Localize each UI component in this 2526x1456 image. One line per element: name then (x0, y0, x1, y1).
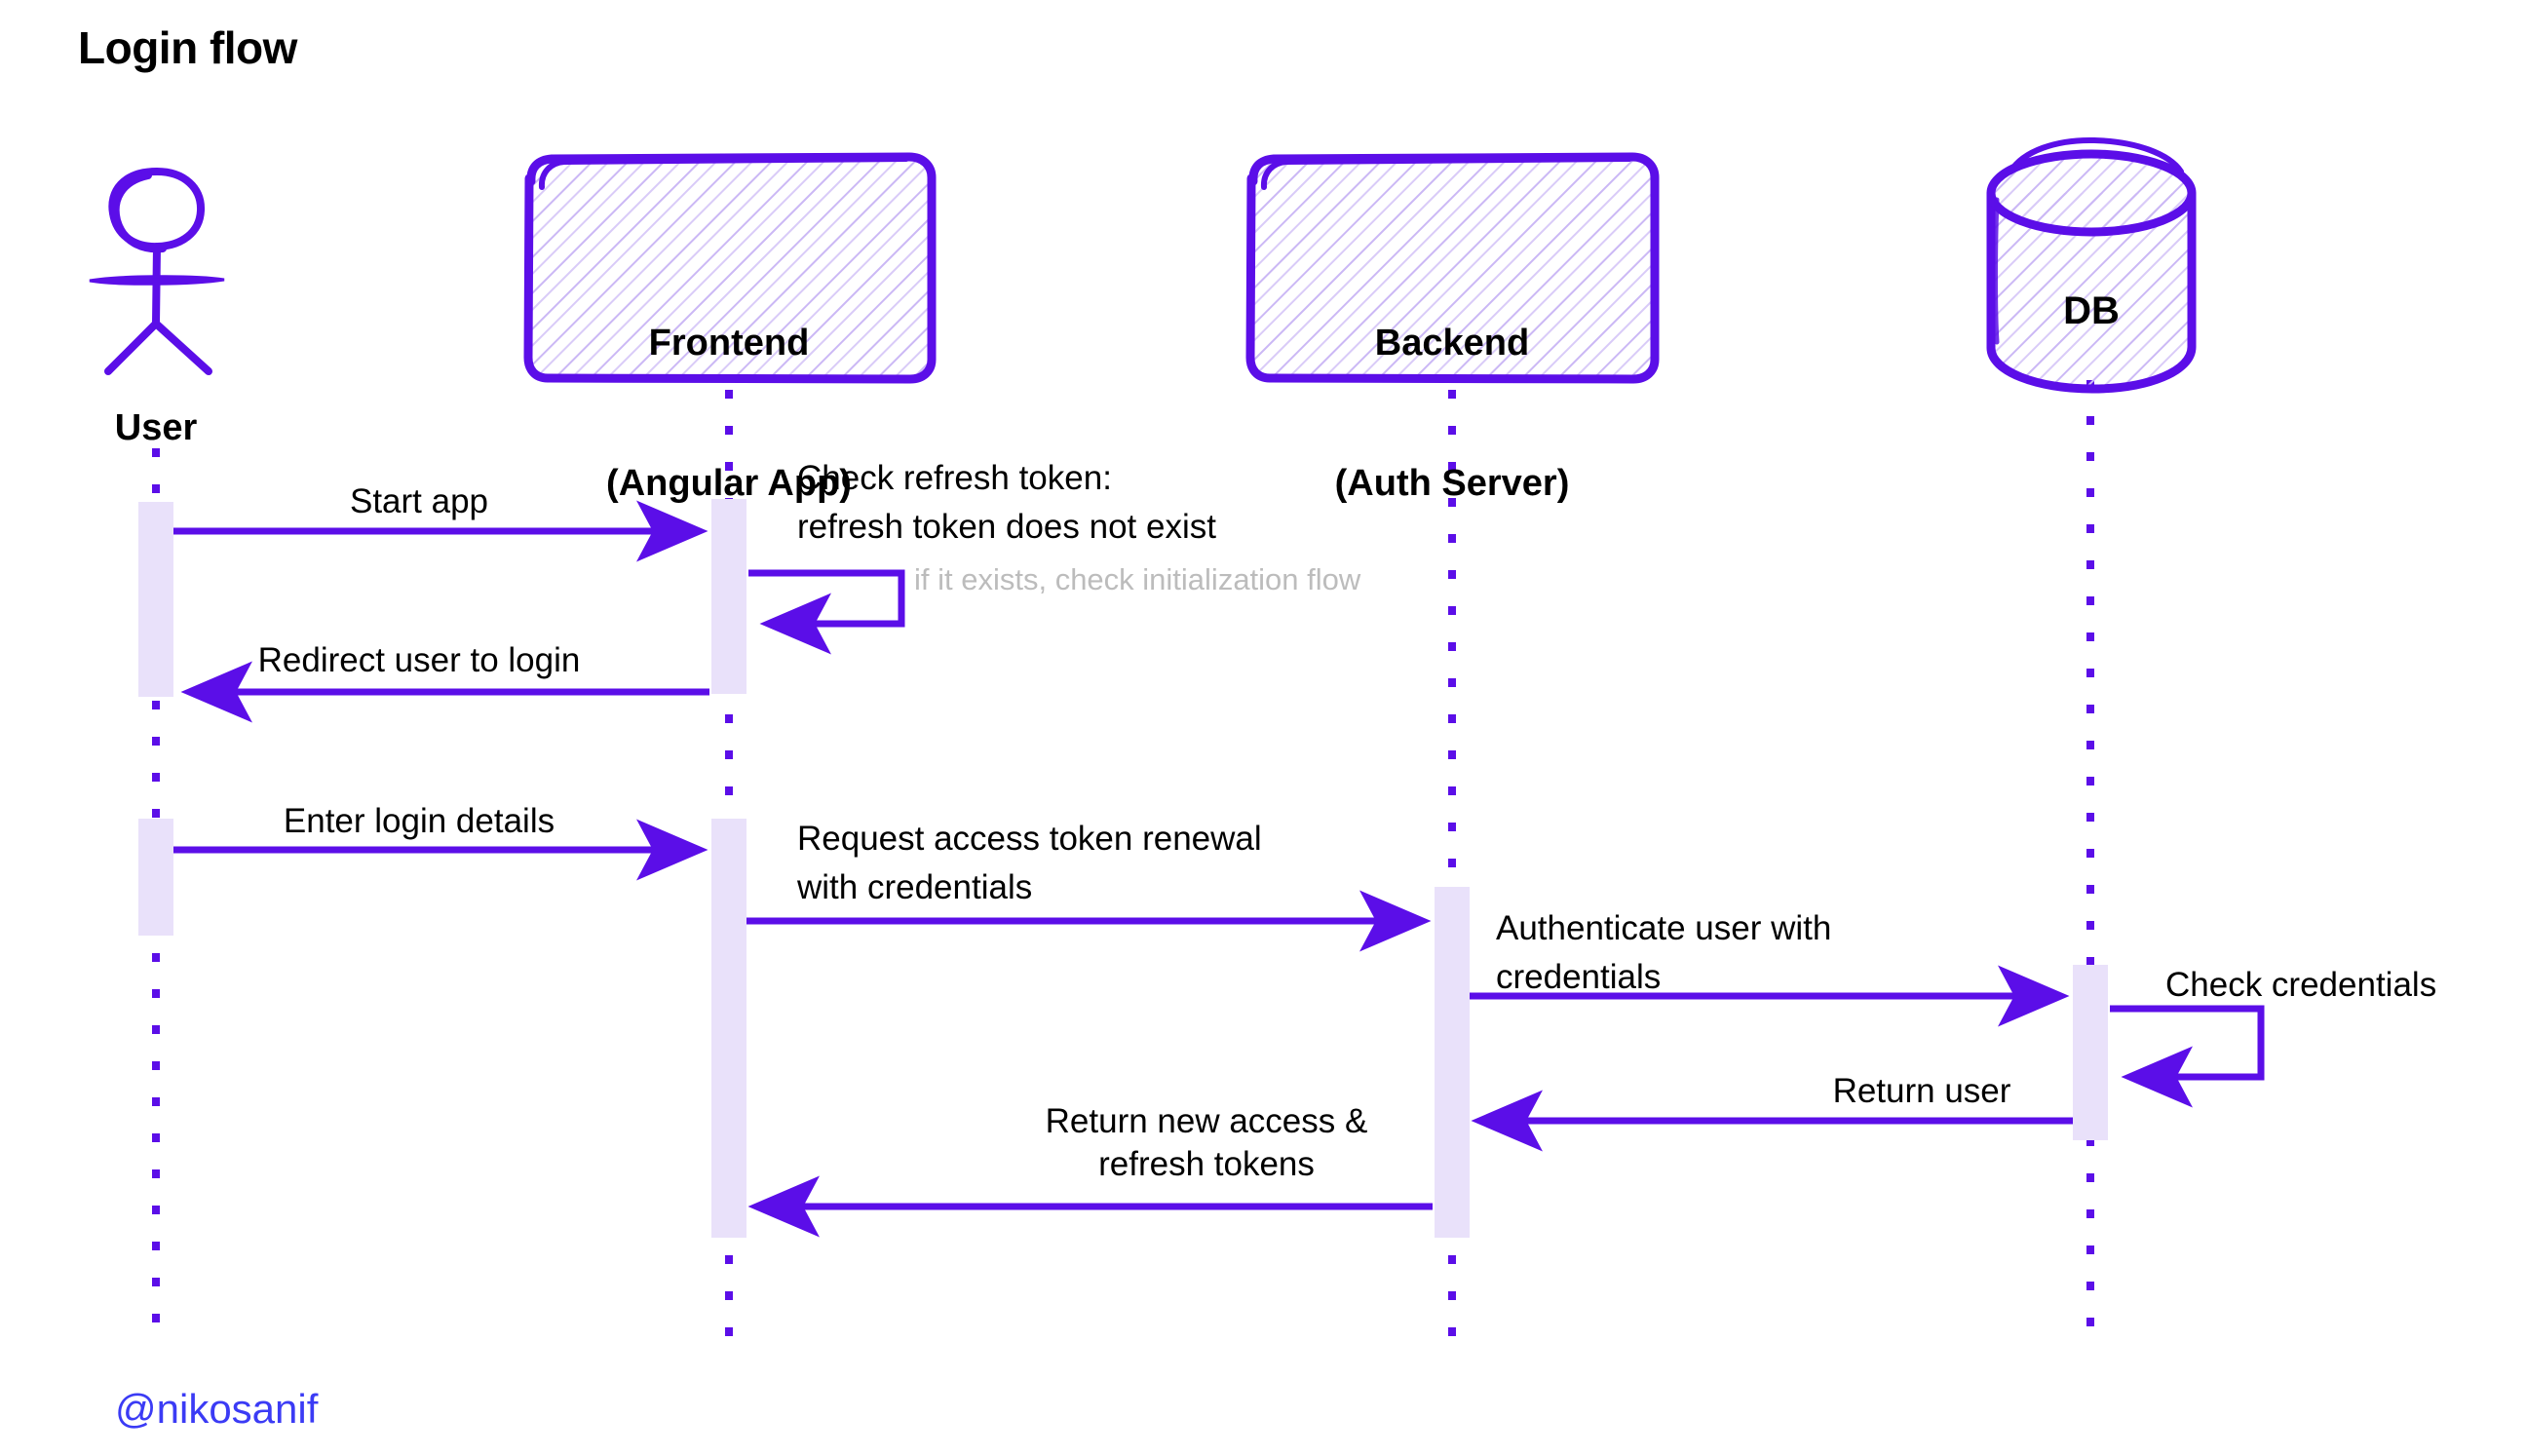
activation-user-2 (138, 819, 173, 936)
author-watermark: @nikosanif (115, 1386, 319, 1432)
participant-label-frontend-line2: (Angular App) (606, 463, 852, 504)
actor-user-figure (89, 167, 225, 375)
message-label-return-tokens-line2: refresh tokens (1098, 1145, 1315, 1183)
participant-label-user: User (114, 407, 198, 448)
participant-label-frontend: Frontend (Angular App) (606, 226, 852, 600)
message-label-request-renewal-line2: with credentials (797, 868, 1033, 906)
message-label-return-user: Return user (1832, 1072, 2011, 1110)
message-label-return-tokens-line1: Return new access & (1045, 1102, 1368, 1140)
message-arrow-check-credentials (2110, 1005, 2265, 1108)
message-note-if-token-exists: if it exists, check initialization flow (914, 562, 1361, 596)
activation-backend-1 (1435, 887, 1470, 1238)
participant-box-frontend (523, 152, 937, 384)
participant-label-backend-line1: Backend (1374, 323, 1530, 364)
participant-label-backend-line2: (Auth Server) (1334, 463, 1570, 504)
participant-box-backend (1245, 152, 1660, 384)
message-label-check-refresh-token-line1: Check refresh token: (797, 459, 1112, 497)
participant-label-backend: Backend (Auth Server) (1335, 226, 1570, 600)
message-label-enter-login: Enter login details (283, 802, 555, 840)
message-label-check-credentials: Check credentials (2165, 966, 2437, 1004)
message-label-redirect-login: Redirect user to login (257, 641, 581, 679)
message-arrow-check-refresh-token (748, 569, 905, 655)
activation-bars (138, 499, 2108, 1238)
page-title: Login flow (78, 22, 297, 73)
participant-label-db: DB (2063, 289, 2120, 332)
message-label-check-refresh-token-line2: refresh token does not exist (797, 508, 1216, 546)
activation-db-1 (2073, 965, 2108, 1140)
message-label-request-renewal-line1: Request access token renewal (797, 820, 1262, 858)
activation-user-1 (138, 502, 173, 697)
message-label-authenticate-user-line2: credentials (1496, 958, 1662, 996)
message-label-authenticate-user-line1: Authenticate user with (1496, 909, 1832, 947)
participant-label-frontend-line1: Frontend (648, 323, 810, 364)
activation-frontend-2 (711, 819, 746, 1238)
activation-frontend-1 (711, 499, 746, 694)
participant-cylinder-db (1986, 136, 2197, 394)
message-label-start-app: Start app (349, 482, 489, 520)
